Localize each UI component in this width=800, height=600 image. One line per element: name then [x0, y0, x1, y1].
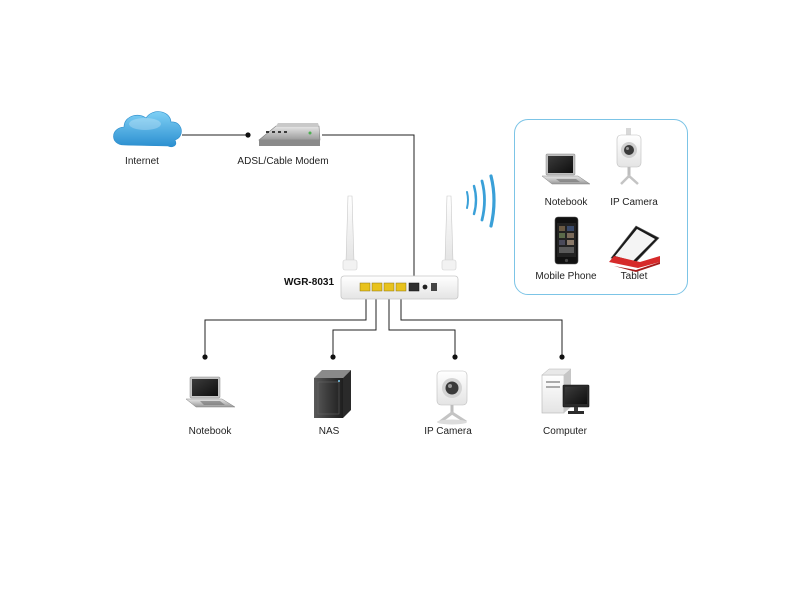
- router-icon: [340, 195, 459, 300]
- wifi-signal-icon: [466, 174, 496, 228]
- dot-nas: [330, 354, 336, 360]
- lan-ports: [359, 282, 420, 292]
- internet-label: Internet: [125, 156, 159, 167]
- dot-notebook: [202, 354, 208, 360]
- tablet-label: Tablet: [620, 271, 648, 282]
- router-nas-link: [332, 296, 377, 357]
- router-notebook-link: [204, 296, 367, 357]
- connection-lines: [182, 134, 563, 357]
- wired-notebook-label: Notebook: [188, 426, 232, 437]
- dot-ipcamera: [452, 354, 458, 360]
- mobile-phone-label: Mobile Phone: [535, 271, 597, 282]
- modem-router-link: [322, 134, 415, 287]
- router-label: WGR-8031: [283, 277, 334, 288]
- computer-icon: [541, 368, 590, 414]
- dot-modem-in: [245, 132, 251, 138]
- tablet-icon: [609, 225, 660, 272]
- wireless-notebook-icon: [541, 153, 591, 185]
- dot-computer: [559, 354, 565, 360]
- wired-ip-camera-label: IP Camera: [424, 426, 472, 437]
- nas-label: NAS: [318, 426, 340, 437]
- wireless-notebook-label: Notebook: [544, 197, 588, 208]
- modem-icon: [258, 123, 321, 146]
- nas-icon: [314, 370, 351, 418]
- mobile-phone-icon: [554, 216, 579, 265]
- router-ipcamera-link: [388, 296, 456, 357]
- wireless-ip-camera-icon: [616, 128, 642, 185]
- computer-label: Computer: [543, 426, 587, 437]
- cloud-icon: [113, 111, 182, 148]
- connection-dots: [202, 132, 565, 360]
- wired-notebook-icon: [185, 376, 236, 408]
- wired-ip-camera-icon: [436, 370, 468, 425]
- wireless-ip-camera-label: IP Camera: [610, 197, 658, 208]
- router-computer-link: [400, 296, 563, 357]
- wireless-clients-group: [514, 119, 688, 295]
- modem-label: ADSL/Cable Modem: [237, 156, 329, 167]
